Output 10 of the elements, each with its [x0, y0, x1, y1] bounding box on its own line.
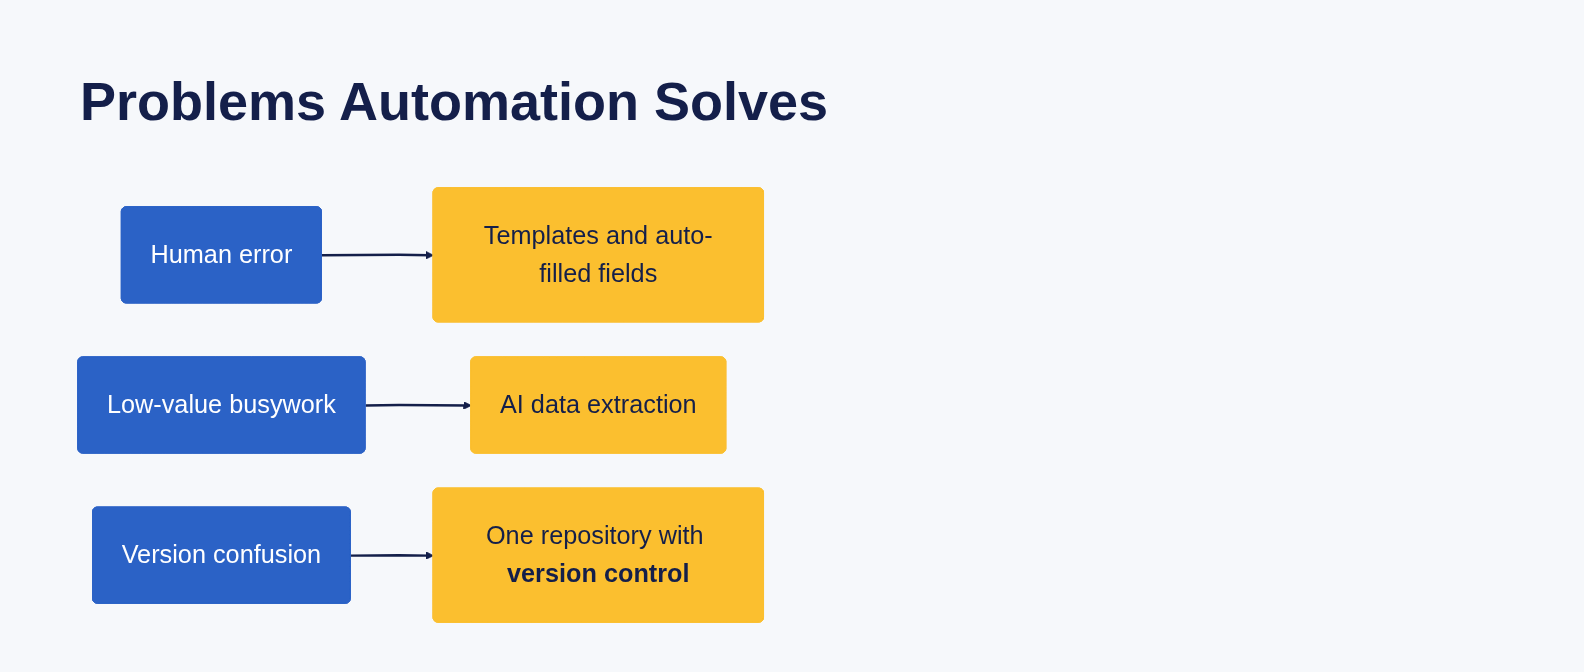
- process-box: AI data extraction: [470, 356, 727, 454]
- arrow: [350, 551, 434, 560]
- diagram-title: Problems Automation Solves: [80, 70, 829, 132]
- process-box: One repository with version control: [432, 487, 764, 623]
- process-box: Version confusion: [92, 506, 351, 604]
- arrow: [365, 401, 472, 410]
- process-box: Low-value busywork: [77, 356, 366, 454]
- process-box: Templates and auto-filled fields: [432, 187, 764, 323]
- process-box: Human error: [120, 206, 322, 304]
- arrow: [321, 250, 434, 260]
